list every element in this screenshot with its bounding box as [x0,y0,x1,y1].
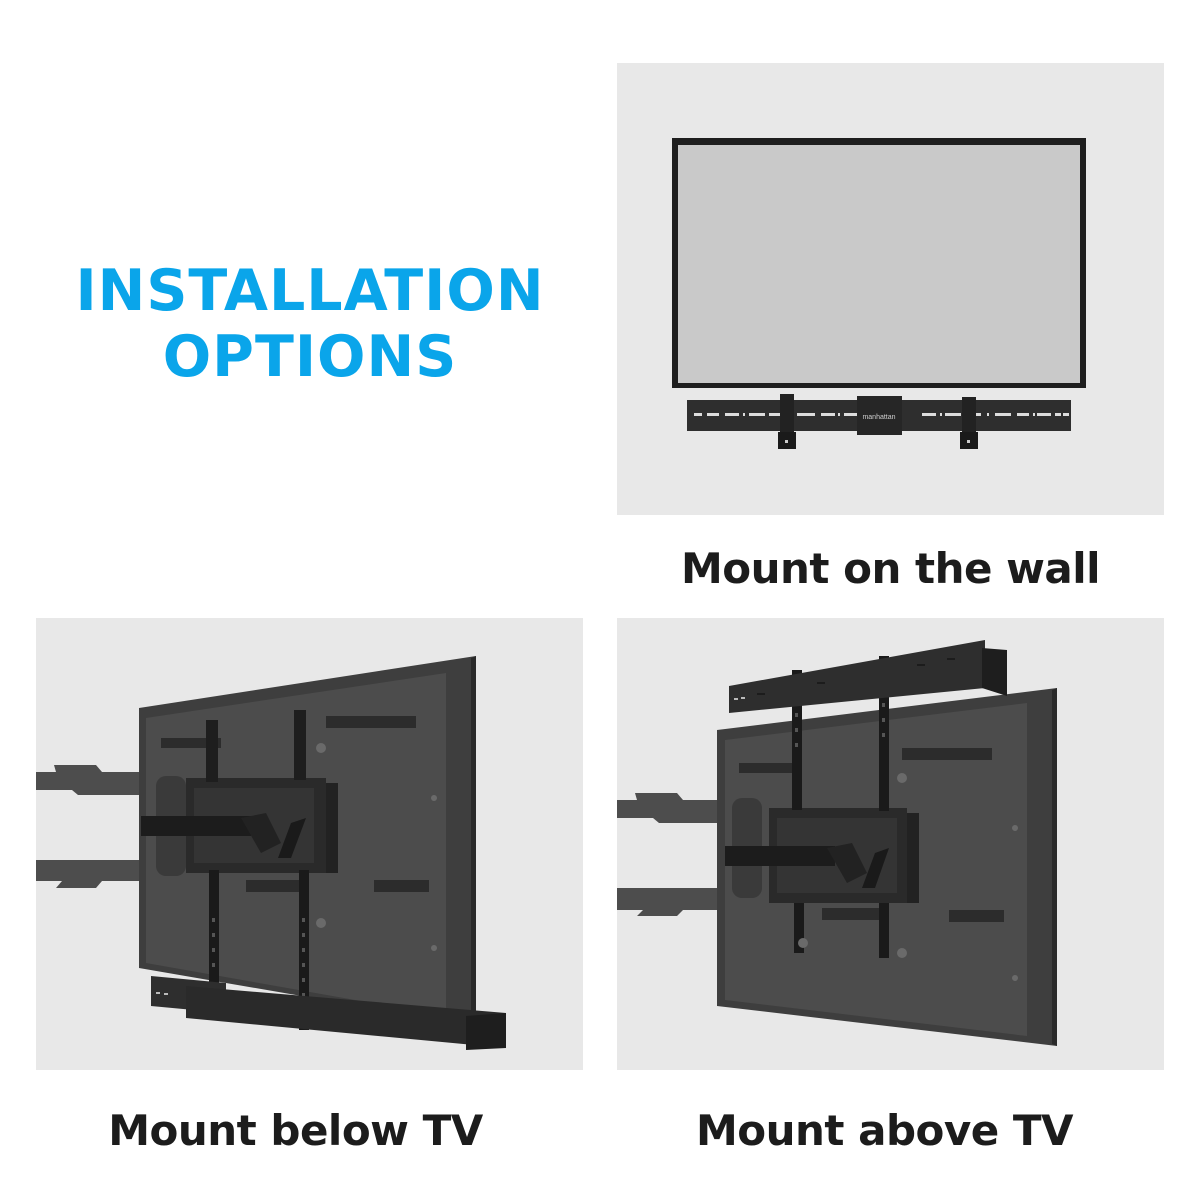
soundbar-post-left [209,870,219,1020]
tv-vents [739,748,1004,922]
swing-arm [141,816,251,836]
option-panel-below [36,618,583,1070]
soundbar [186,986,506,1048]
wall-arm-lower [36,860,141,888]
option-panel-above [617,618,1164,1070]
above-tv-illustration [617,640,1057,1046]
wall-arm-upper [36,765,141,795]
title-line-1: INSTALLATION [75,258,545,324]
caption-above: Mount above TV [695,1106,1074,1155]
option-panel-wall: manhattan [617,63,1164,515]
brand-logo: manhattan [862,414,895,421]
brand-plate [857,396,902,435]
caption-wall: Mount on the wall [680,544,1101,593]
swing-arm [725,846,835,866]
caption-below: Mount below TV [108,1106,483,1155]
below-tv-illustration [36,656,506,1050]
wall-mount-illustration: manhattan [672,138,1086,449]
soundbar-bracket [729,640,985,713]
wall-arm-lower [617,888,722,916]
bracket-slots [694,413,1069,416]
soundbar-post-left [792,670,802,810]
title-line-2: OPTIONS [162,324,458,390]
tv-vents [161,716,429,892]
bracket-arm-right [962,397,976,432]
tv-screen [678,145,1080,383]
wall-arm-upper [617,793,722,823]
bracket-arm-left [780,394,794,432]
page-title: INSTALLATION OPTIONS [60,258,560,390]
soundbar [982,648,1007,696]
